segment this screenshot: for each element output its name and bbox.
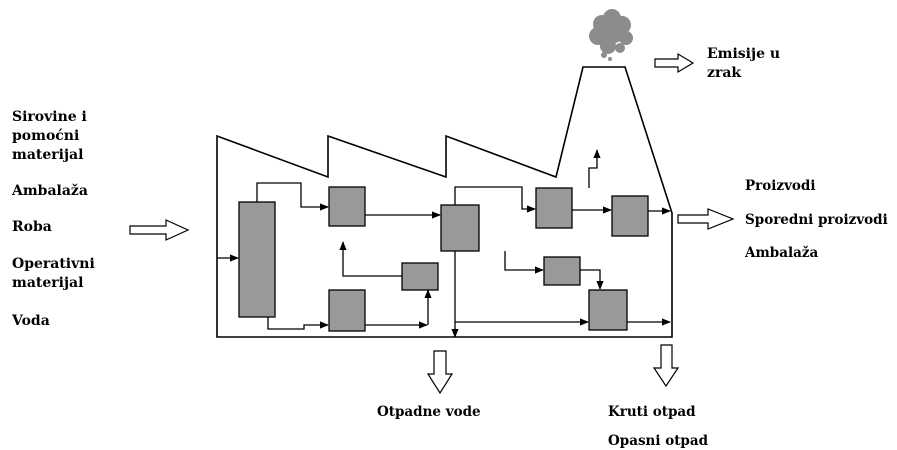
waste-water-arrow-icon bbox=[426, 350, 454, 395]
emissions-label-line2: zrak bbox=[707, 65, 742, 81]
process-box-5 bbox=[440, 204, 480, 252]
flow-arrow bbox=[454, 186, 536, 213]
input-raw-materials-line2: pomoćni bbox=[12, 128, 80, 144]
solid-waste-arrow-icon bbox=[652, 344, 680, 388]
flow-arrow bbox=[588, 149, 601, 188]
flow-arrow bbox=[580, 269, 604, 290]
hazardous-waste-label: Opasni otpad bbox=[608, 433, 709, 449]
process-box-4 bbox=[328, 289, 366, 332]
process-box-2 bbox=[328, 186, 366, 227]
input-water: Voda bbox=[12, 313, 50, 329]
flow-arrow bbox=[339, 241, 402, 277]
input-packaging: Ambalaža bbox=[12, 183, 88, 199]
flow-arrow bbox=[267, 317, 329, 330]
process-box-7 bbox=[611, 195, 649, 237]
input-goods: Roba bbox=[12, 219, 52, 235]
input-operating-line1: Operativni bbox=[12, 256, 95, 272]
input-operating-line2: materijal bbox=[12, 275, 84, 291]
output-products: Proizvodi bbox=[745, 178, 816, 194]
smoke-cloud-icon bbox=[589, 9, 633, 61]
emissions-label-line1: Emisije u bbox=[707, 46, 781, 62]
flow-arrow bbox=[256, 182, 329, 211]
input-arrow-icon bbox=[129, 219, 190, 241]
emissions-arrow-icon bbox=[654, 52, 695, 74]
flow-arrow bbox=[504, 251, 544, 274]
process-box-8 bbox=[543, 256, 581, 286]
output-arrow-icon bbox=[677, 208, 735, 230]
waste-water-label: Otpadne vode bbox=[377, 404, 481, 420]
solid-waste-label: Kruti otpad bbox=[608, 404, 696, 420]
factory-outline bbox=[216, 66, 673, 338]
process-box-6 bbox=[535, 187, 573, 229]
input-raw-materials-line3: materijal bbox=[12, 147, 84, 163]
process-box-9 bbox=[588, 289, 628, 331]
input-raw-materials-line1: Sirovine i bbox=[12, 109, 87, 125]
output-by-products: Sporedni proizvodi bbox=[745, 212, 888, 228]
process-box-1 bbox=[238, 201, 276, 318]
process-box-3 bbox=[401, 262, 439, 291]
output-packaging: Ambalaža bbox=[745, 245, 819, 261]
